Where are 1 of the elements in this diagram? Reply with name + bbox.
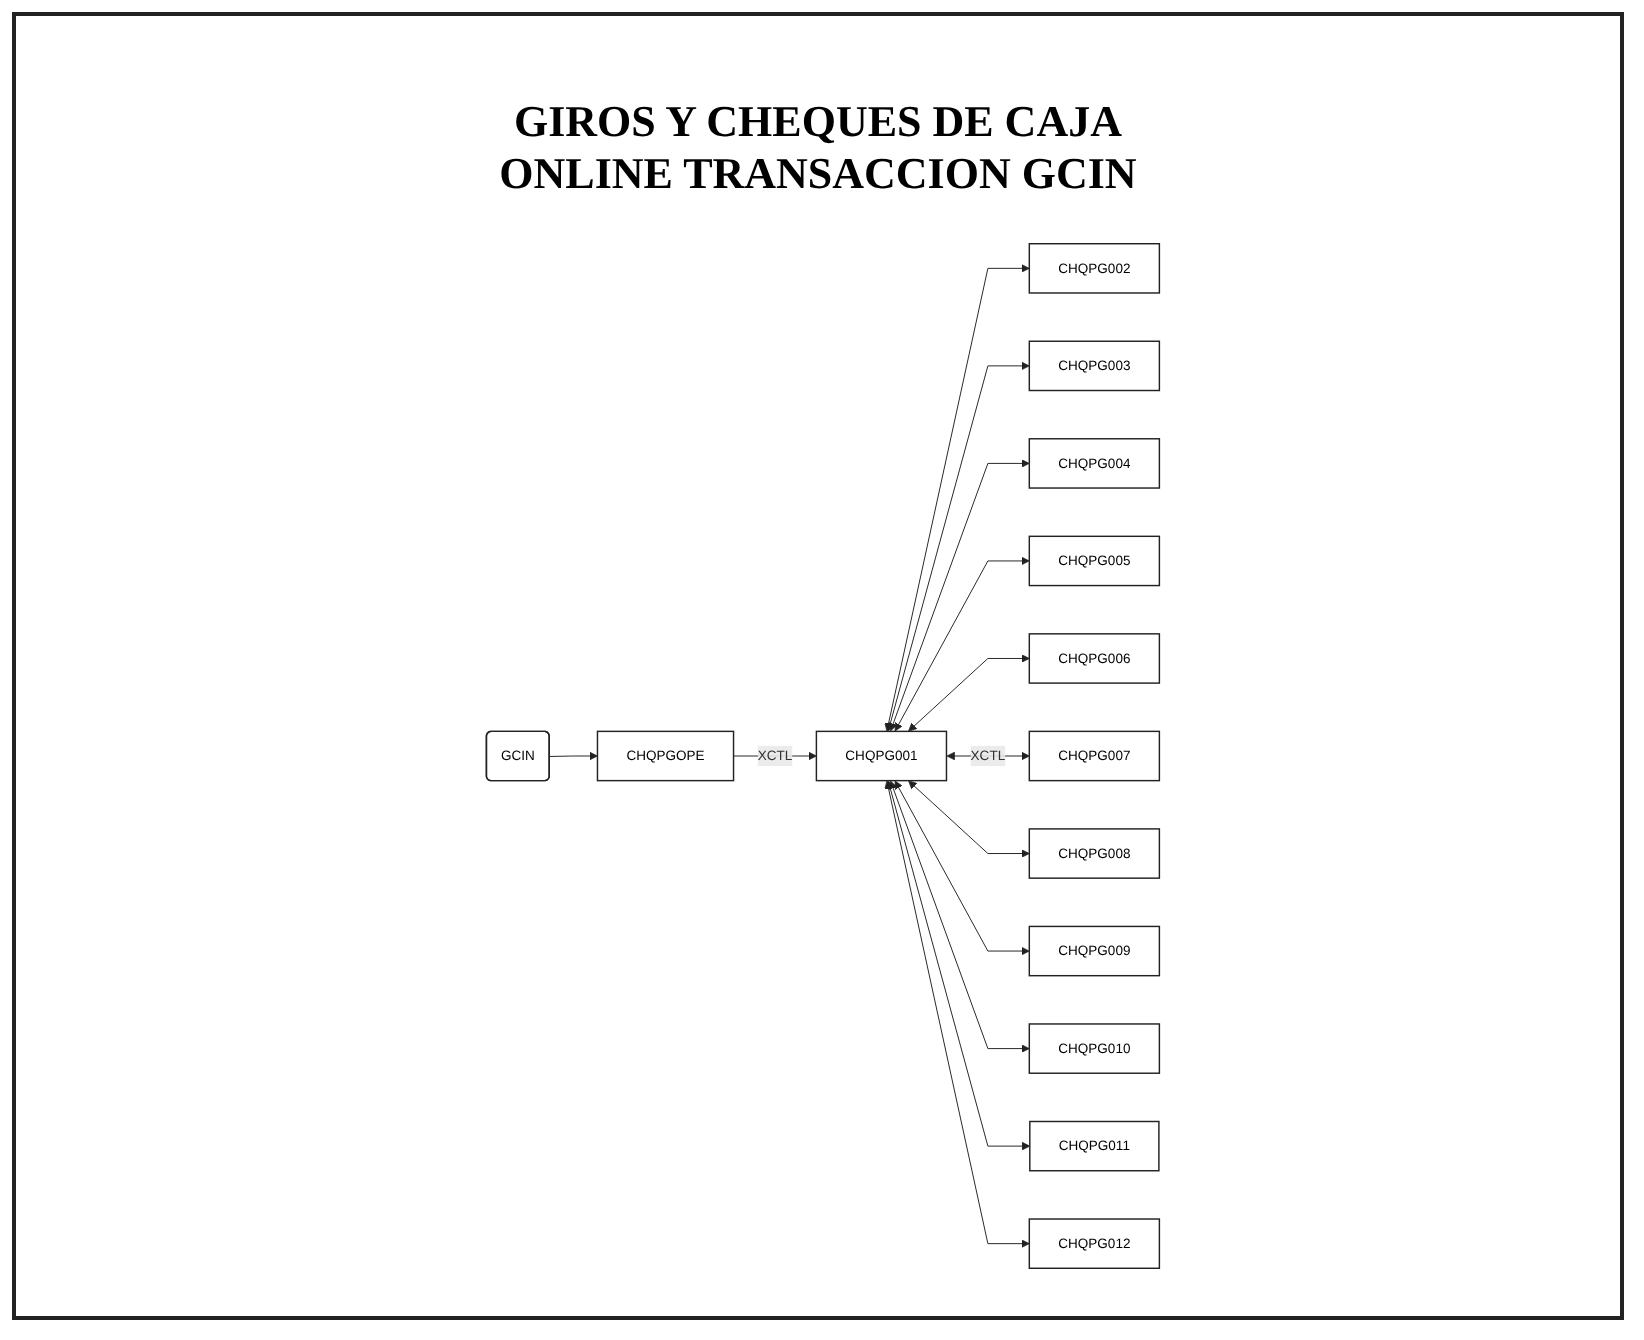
diagram-title: GIROS Y CHEQUES DE CAJA ONLINE TRANSACCION GCIN [497,96,1139,200]
